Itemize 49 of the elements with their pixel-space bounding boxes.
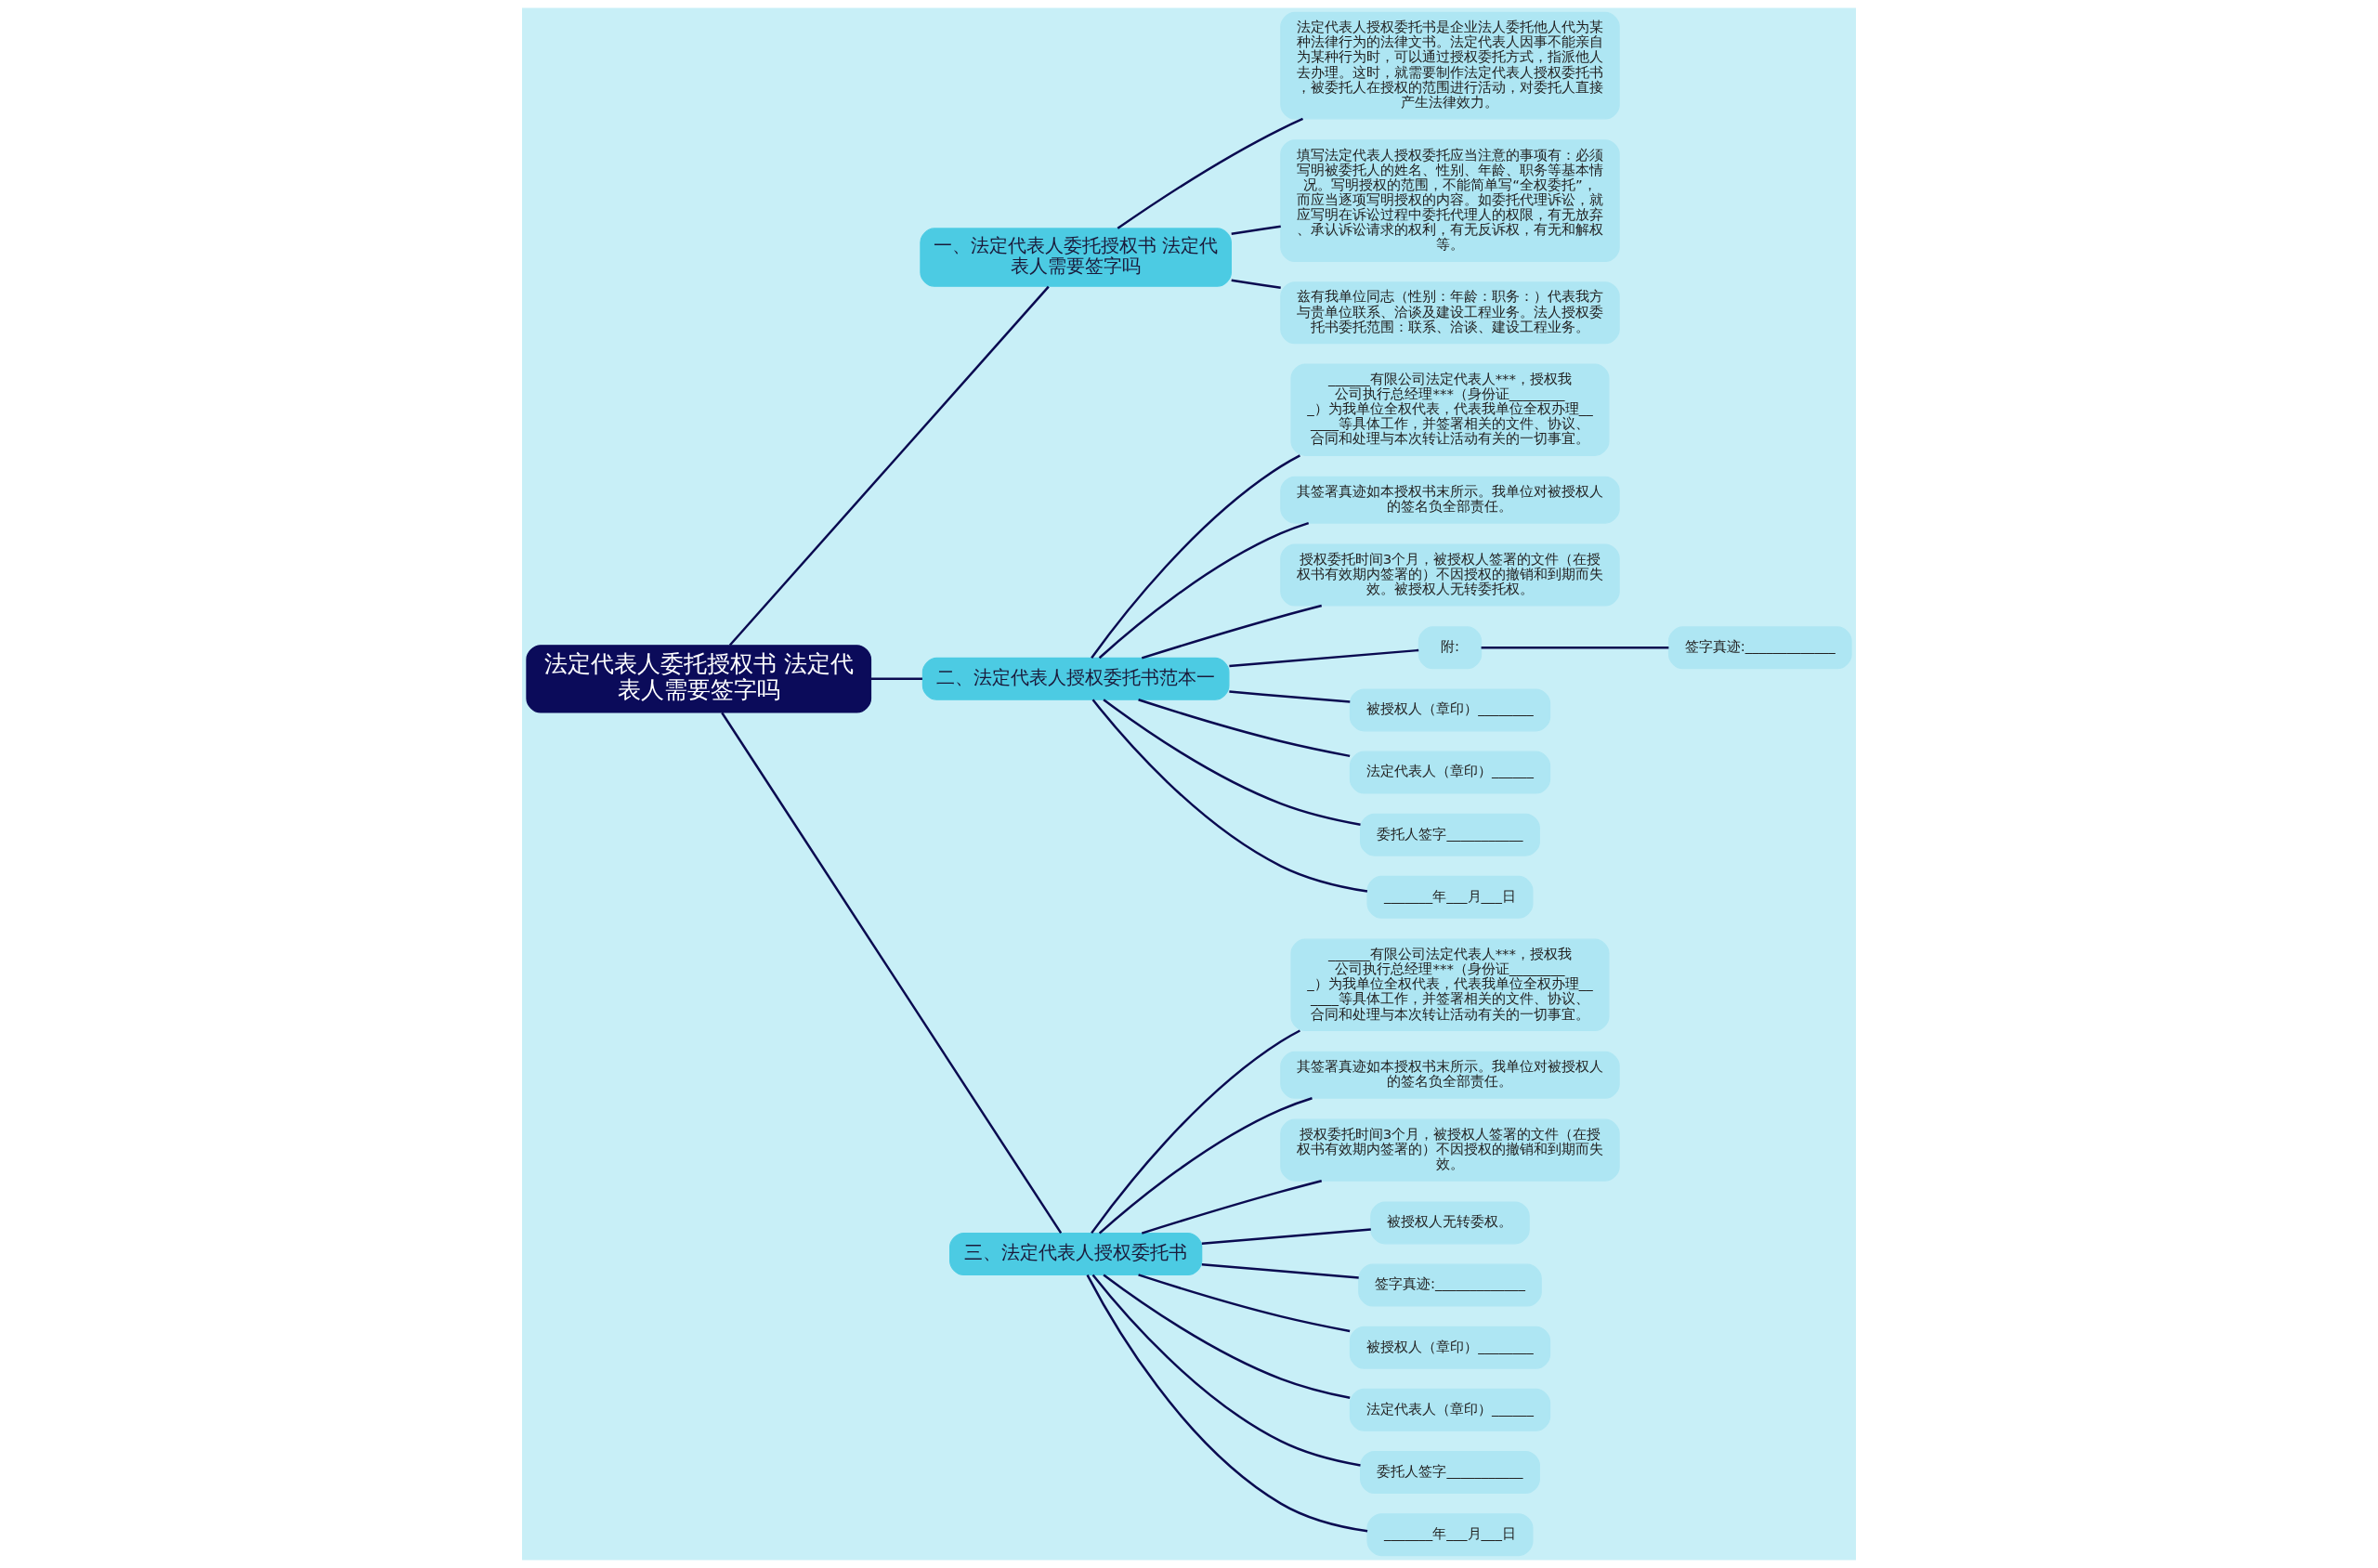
connector bbox=[1103, 699, 1361, 826]
connector bbox=[1481, 647, 1669, 649]
node-box: 委托人签字___________ bbox=[1360, 813, 1540, 856]
node-box: 被授权人（章印）________ bbox=[1349, 688, 1551, 732]
connector bbox=[728, 285, 1050, 647]
node-box: 签字真迹:_____________ bbox=[1358, 1263, 1542, 1307]
connector bbox=[1098, 522, 1310, 660]
connector bbox=[1091, 1029, 1300, 1235]
connector bbox=[1098, 1097, 1313, 1235]
node-box: 法定代表人授权委托书是企业法人委托他人代为某种法律行为的法律文书。法定代表人因事不能亲自为某种行为时，可以通过授权委托方式，指派他人去办理。这时，就需要制作法定代表人授权委托书，被委托人在授权的范围进行活动，对委托人直接产生法律效力。 bbox=[1280, 11, 1620, 120]
node-box: ______有限公司法定代表人***，授权我公司执行总经理***（身份证_________）为我单位全权代表，代表我单位全权办理______等具体工作，并签署相关的文件、协议、合同和处理与本次转让活动有关的一切事宜。 bbox=[1290, 938, 1610, 1032]
connector bbox=[1091, 1274, 1361, 1467]
connector bbox=[1138, 1274, 1351, 1333]
connector bbox=[1231, 279, 1281, 289]
node-box: ______有限公司法定代表人***，授权我公司执行总经理***（身份证_________）为我单位全权代表，代表我单位全权办理______等具体工作，并签署相关的文件、协议、合同和处理与本次转让活动有关的一切事宜。 bbox=[1290, 363, 1610, 456]
connector bbox=[1231, 225, 1281, 235]
node-box: 被授权人（章印）________ bbox=[1349, 1326, 1551, 1369]
node-box: 签字真迹:_____________ bbox=[1667, 626, 1852, 670]
node-box: 法定代表人（章印）______ bbox=[1349, 1388, 1551, 1431]
connector bbox=[1091, 454, 1300, 659]
node-box: 被授权人无转委权。 bbox=[1370, 1201, 1530, 1245]
node-box: 授权委托时间3个月，被授权人签署的文件（在授权书有效期内签署的）不因授权的撤销和到期而失效。 bbox=[1280, 1118, 1620, 1182]
node-box: 授权委托时间3个月，被授权人签署的文件（在授权书有效期内签署的）不因授权的撤销和到期而失效。被授权人无转委托权。 bbox=[1280, 543, 1620, 607]
connector bbox=[1091, 699, 1368, 893]
node-box: 其签署真迹如本授权书末所示。我单位对被授权人的签名负全部责任。 bbox=[1280, 476, 1620, 524]
connector bbox=[1141, 1179, 1323, 1235]
connector bbox=[1229, 648, 1419, 668]
node-box: 二、法定代表人授权委托书范本一 bbox=[921, 657, 1230, 700]
connector bbox=[1138, 699, 1351, 758]
node-box: _______年___月___日 bbox=[1366, 1513, 1534, 1557]
node-box: 兹有我单位同志（性别：年龄：职务：）代表我方与贵单位联系、洽谈及建设工程业务。法人授权委托书委托范围：联系、洽谈、建设工程业务。 bbox=[1280, 281, 1620, 345]
connector bbox=[1103, 1274, 1351, 1399]
node-box: _______年___月___日 bbox=[1366, 875, 1534, 919]
node-box: 委托人签字___________ bbox=[1360, 1451, 1540, 1494]
connector bbox=[1086, 1274, 1368, 1533]
node-box: 法定代表人（章印）______ bbox=[1349, 751, 1551, 794]
connector bbox=[1229, 690, 1351, 703]
connector bbox=[1141, 604, 1323, 660]
node-box: 法定代表人委托授权书 法定代表人需要签字吗 bbox=[526, 645, 872, 713]
node-box: 填写法定代表人授权委托应当注意的事项有：必须写明被委托人的姓名、性别、年龄、职务等基本情况。写明授权的范围，不能简单写“全权委托”，而应当逐项写明授权的内容。如委托代理诉讼，就应写明在诉讼过程中委托代理人的权限，有无放弃、承认诉讼请求的权利，有无反诉权，有无和解权等。 bbox=[1280, 139, 1620, 263]
node-box: 其签署真迹如本授权书末所示。我单位对被授权人的签名负全部责任。 bbox=[1280, 1051, 1620, 1099]
connector bbox=[1201, 1263, 1359, 1279]
connector bbox=[870, 677, 922, 681]
node-box: 一、法定代表人委托授权书 法定代表人需要签字吗 bbox=[920, 228, 1232, 287]
connector bbox=[721, 712, 1063, 1235]
connector bbox=[1117, 117, 1304, 229]
node-box: 附: bbox=[1418, 626, 1483, 670]
connector bbox=[1201, 1228, 1371, 1245]
node-box: 三、法定代表人授权委托书 bbox=[949, 1233, 1203, 1275]
